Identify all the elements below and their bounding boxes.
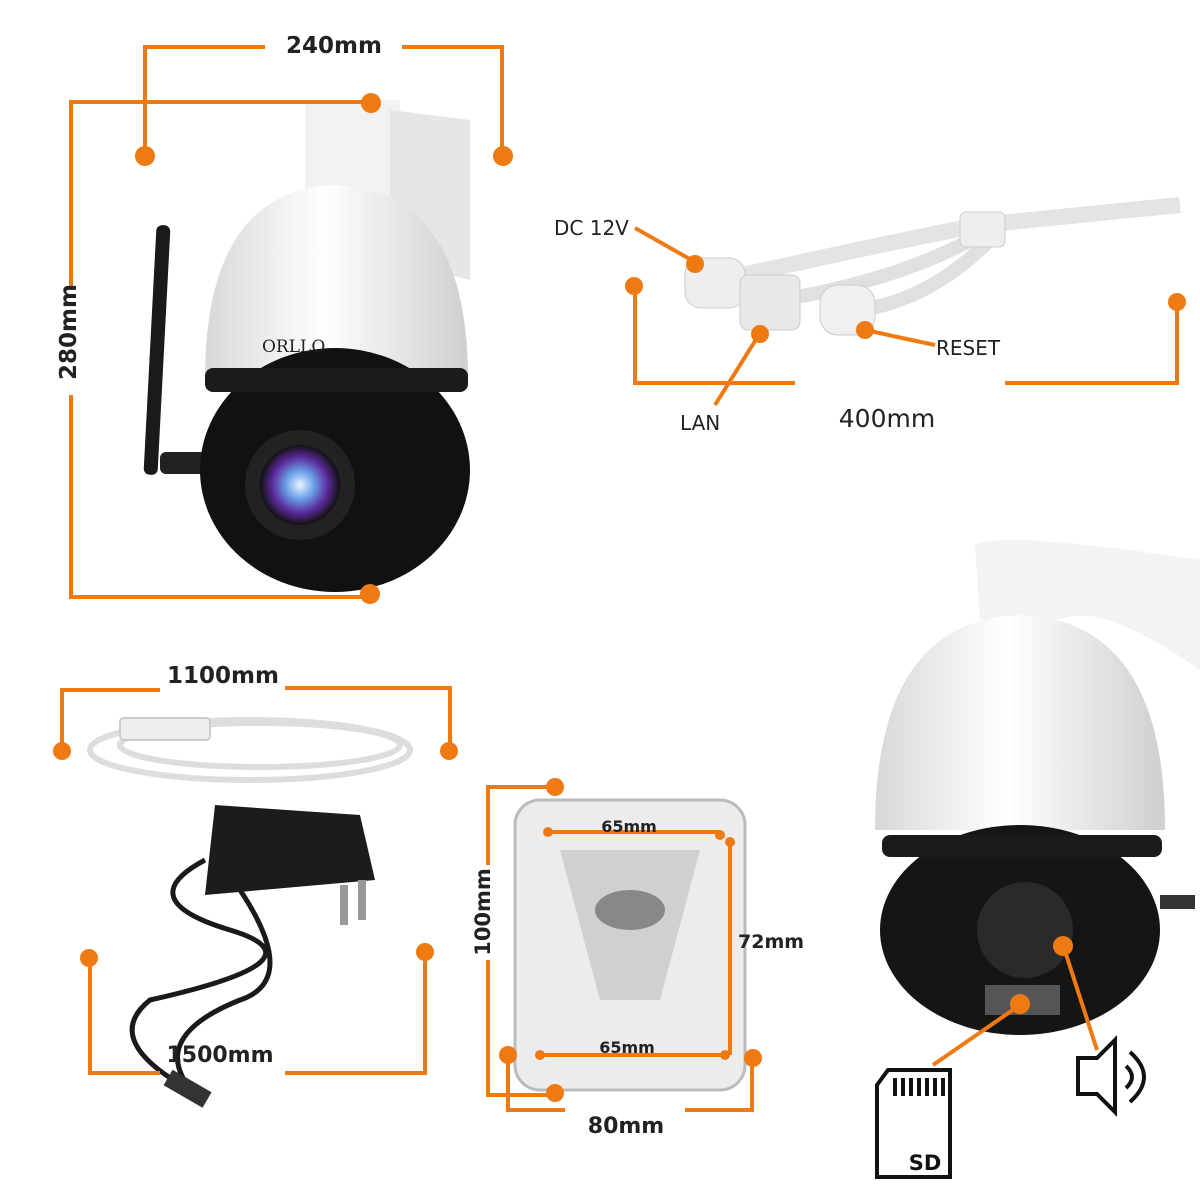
- camera-bottom-view: [875, 540, 1200, 1035]
- reset-label: RESET: [936, 336, 1001, 360]
- junction-box: [513, 798, 747, 1092]
- lens: [260, 445, 340, 525]
- dimension-dots: [53, 93, 1186, 1102]
- lan-cable-length-label: 1100mm: [167, 663, 279, 689]
- sd-label: SD: [909, 1151, 942, 1175]
- brand-logo: ORLLO: [262, 337, 325, 357]
- camera-height-label: 280mm: [56, 284, 82, 380]
- box-bottom-label: 65mm: [599, 1038, 655, 1057]
- power-cable-length-label: 1500mm: [166, 1043, 273, 1068]
- lan-cable: [87, 717, 413, 783]
- sd-card-icon: SD: [875, 1068, 952, 1179]
- camera-front-view: ORLLO: [143, 100, 470, 592]
- power-adapter: [129, 805, 375, 1108]
- dc-label: DC 12V: [554, 216, 629, 240]
- dimension-lines: [60, 45, 1179, 1112]
- speaker-icon: [1076, 1035, 1146, 1117]
- box-inner-label: 72mm: [738, 931, 804, 953]
- connector-cable: [684, 197, 1181, 336]
- box-width-label: 80mm: [588, 1114, 664, 1139]
- cable-length-label: 400mm: [839, 404, 935, 433]
- box-height-label: 100mm: [471, 868, 495, 956]
- lan-label: LAN: [680, 411, 720, 435]
- antenna: [143, 225, 171, 475]
- box-top-label: 65mm: [601, 817, 657, 836]
- camera-width-label: 240mm: [286, 33, 382, 59]
